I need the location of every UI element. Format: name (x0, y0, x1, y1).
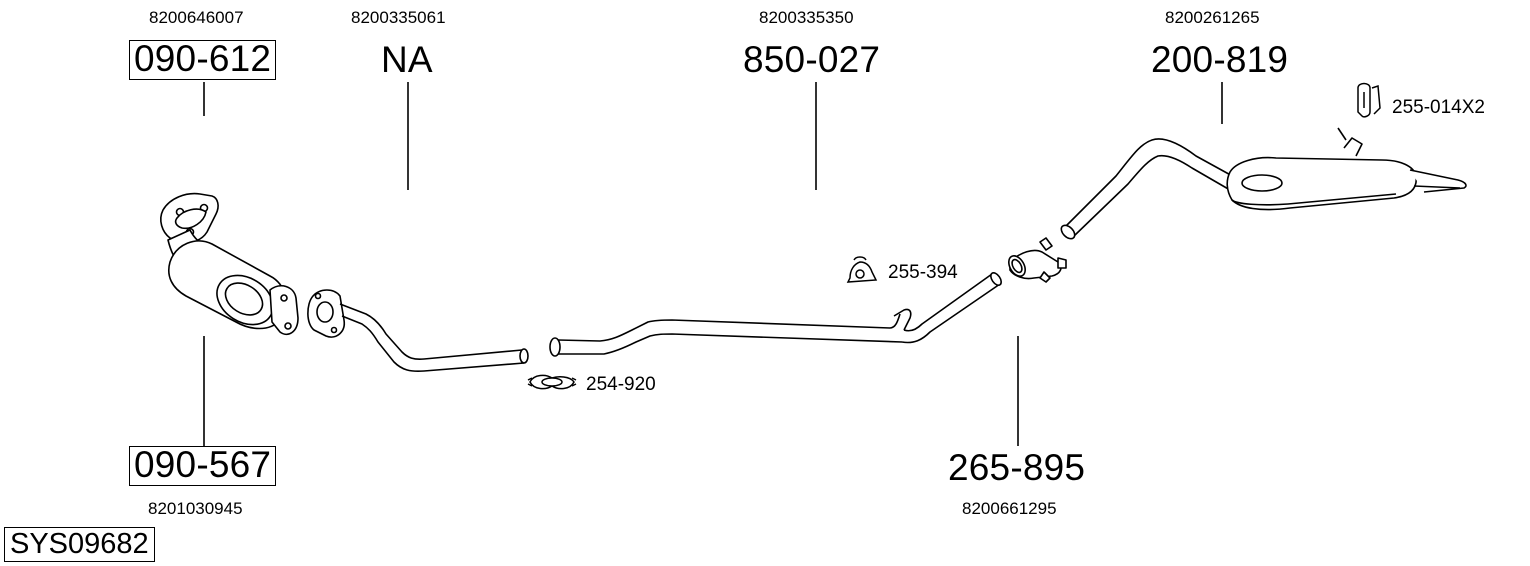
pipe-clamp-icon (527, 374, 577, 390)
middle-pipe-drawing (549, 272, 1002, 357)
pipe-connector-drawing (1008, 237, 1067, 283)
part-number-na[interactable]: NA (381, 39, 433, 80)
part-number-090-567[interactable]: 090-567 (129, 446, 277, 486)
oem-number-265-895: 8200661295 (962, 499, 1057, 518)
accessory-label-255-014x2[interactable]: 255-014X2 (1392, 97, 1485, 118)
oem-number-090-612: 8200646007 (149, 8, 244, 27)
front-pipe-drawing (307, 289, 529, 373)
catalytic-converter-drawing (160, 192, 299, 336)
part-number-200-819[interactable]: 200-819 (1151, 39, 1289, 80)
accessory-label-255-394[interactable]: 255-394 (888, 262, 958, 283)
part-number-850-027[interactable]: 850-027 (743, 39, 881, 80)
rear-silencer-drawing (1060, 127, 1467, 240)
part-number-090-612[interactable]: 090-612 (129, 40, 277, 80)
oem-number-090-567: 8201030945 (148, 499, 243, 518)
system-code: SYS09682 (4, 527, 155, 562)
oem-number-200-819: 8200261265 (1165, 8, 1260, 27)
oem-number-850-027: 8200335350 (759, 8, 854, 27)
part-number-265-895[interactable]: 265-895 (948, 447, 1086, 488)
accessory-label-254-920[interactable]: 254-920 (586, 374, 656, 395)
rubber-mount-icon (846, 256, 878, 283)
rubber-hanger-icon (1357, 82, 1381, 118)
oem-number-na: 8200335061 (351, 8, 446, 27)
